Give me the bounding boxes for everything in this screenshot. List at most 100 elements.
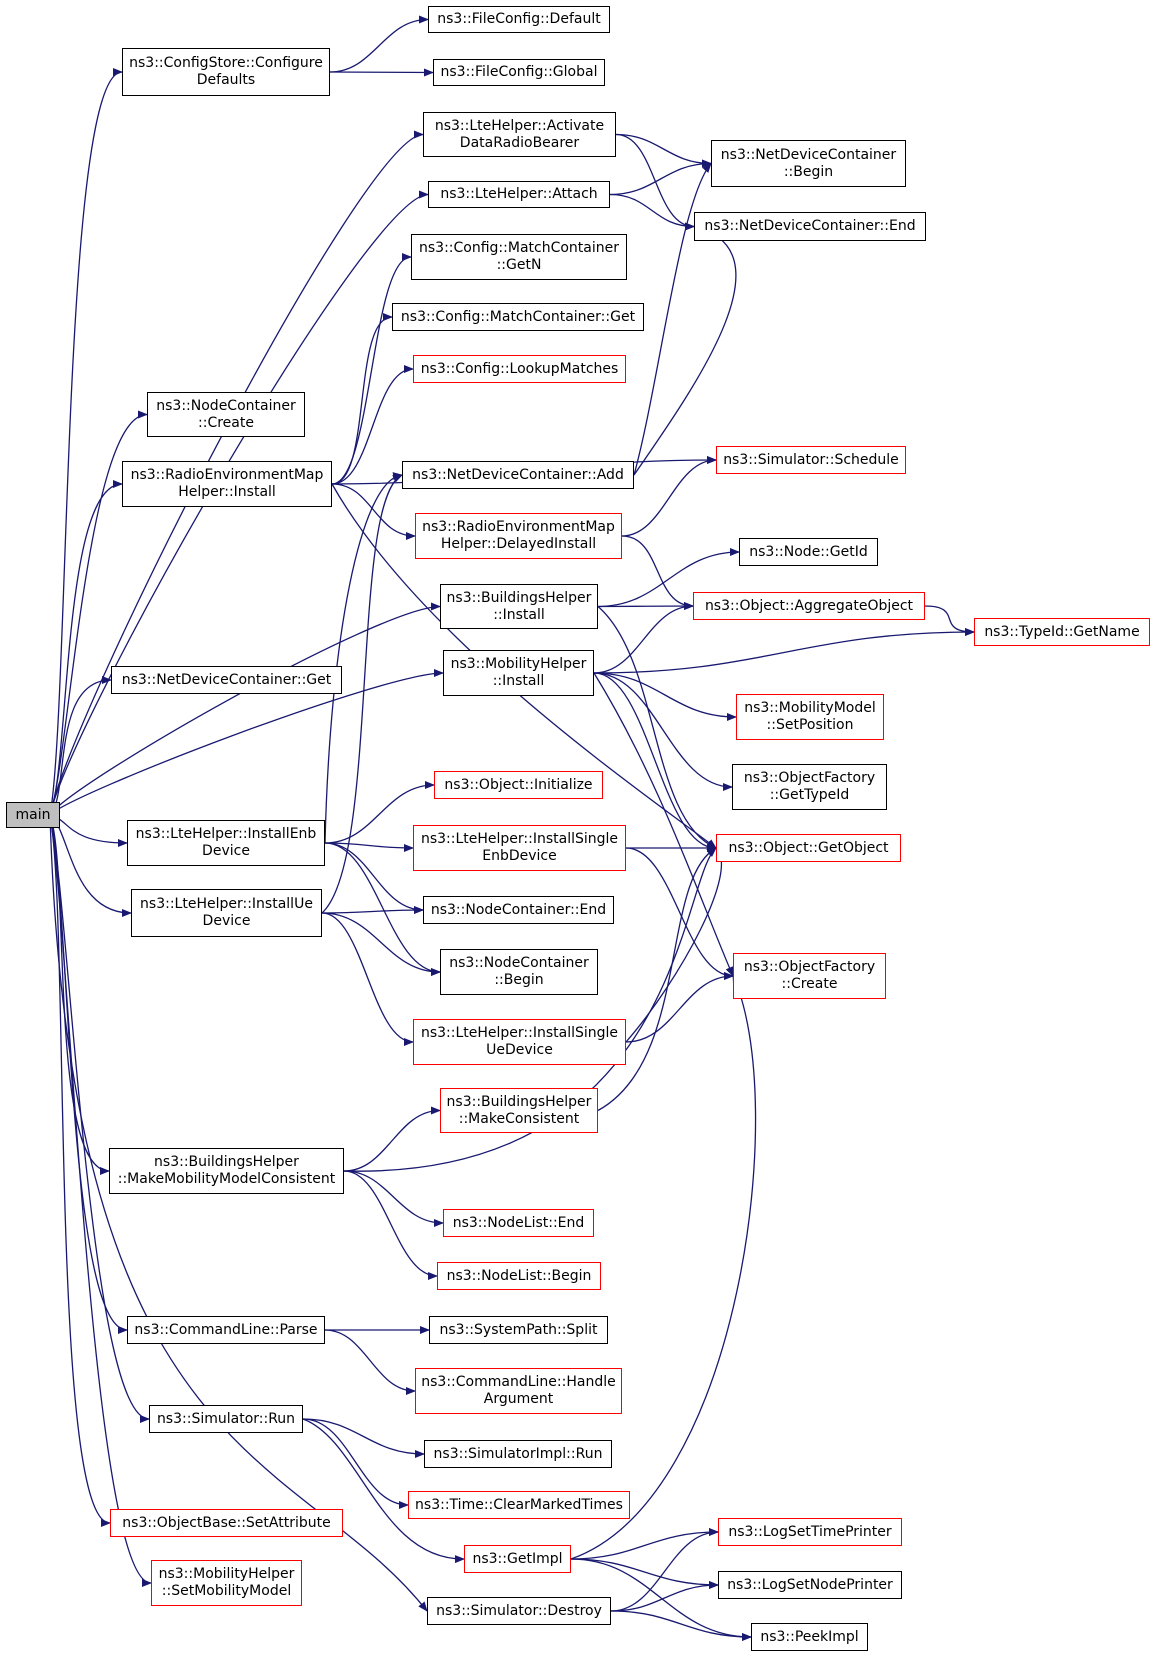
- node-label-line: ns3::ConfigStore::Configure: [129, 55, 323, 71]
- edge-getimpl-to-log_time: [570, 1528, 719, 1560]
- node-peekimpl[interactable]: ns3::PeekImpl: [751, 1623, 868, 1651]
- node-mc-getn[interactable]: ns3::Config::MatchContainer::GetN: [411, 234, 627, 280]
- node-label-line: ns3::Time::ClearMarkedTimes: [415, 1496, 623, 1513]
- node-main[interactable]: main: [6, 802, 60, 828]
- node-bh-mmmc[interactable]: ns3::BuildingsHelper::MakeMobilityModelC…: [109, 1148, 344, 1194]
- node-label-line: ns3::Simulator::Run: [156, 1410, 296, 1427]
- node-label-line: EnbDevice: [482, 848, 557, 864]
- edge-lte_isue-to-obj_getobj: [625, 847, 726, 1043]
- edge-bh_install-to-obj_getobj: [597, 606, 717, 849]
- node-label-line: ns3::NodeContainer::End: [430, 901, 607, 918]
- node-ndc-end[interactable]: ns3::NetDeviceContainer::End: [694, 212, 926, 241]
- edge-getimpl-to-peekimpl: [570, 1558, 752, 1641]
- node-obj-getobj[interactable]: ns3::Object::GetObject: [716, 834, 901, 862]
- node-label-line: ns3::LteHelper::InstallSingle: [420, 1025, 619, 1041]
- node-label-line: ns3::LteHelper::Attach: [440, 186, 598, 202]
- node-cfg-lookup[interactable]: ns3::Config::LookupMatches: [413, 355, 626, 383]
- node-of-create[interactable]: ns3::ObjectFactory::Create: [733, 953, 886, 999]
- node-mh-setmm[interactable]: ns3::MobilityHelper::SetMobilityModel: [151, 1560, 302, 1606]
- node-label-line: ::MakeMobilityModelConsistent: [117, 1171, 336, 1187]
- edge-bh_makecons-to-obj_getobj: [597, 847, 717, 1112]
- edge-main-to-lte_iue: [49, 814, 132, 917]
- node-simimpl-run[interactable]: ns3::SimulatorImpl::Run: [424, 1440, 612, 1468]
- node-obj-init[interactable]: ns3::Object::Initialize: [434, 771, 603, 799]
- node-fc-glob[interactable]: ns3::FileConfig::Global: [433, 59, 605, 86]
- node-label-line: ns3::MobilityHelper: [450, 656, 587, 672]
- node-of-gettid[interactable]: ns3::ObjectFactory::GetTypeId: [732, 764, 887, 810]
- node-label-line: ns3::ObjectBase::SetAttribute: [122, 1514, 331, 1531]
- node-log-node[interactable]: ns3::LogSetNodePrinter: [718, 1571, 902, 1599]
- node-bh-install[interactable]: ns3::BuildingsHelper::Install: [440, 584, 598, 629]
- node-mc-get[interactable]: ns3::Config::MatchContainer::Get: [392, 303, 644, 331]
- node-nc-end[interactable]: ns3::NodeContainer::End: [423, 896, 614, 924]
- edge-ndc_add-to-ndc_end: [633, 224, 737, 476]
- node-ndc-get[interactable]: ns3::NetDeviceContainer::Get: [111, 666, 342, 694]
- edge-sim_destroy-to-log_time: [610, 1528, 719, 1612]
- edge-sim_destroy-to-peekimpl: [610, 1610, 752, 1641]
- node-label-line: ns3::NetDeviceContainer::Add: [412, 466, 624, 483]
- node-lte-attach[interactable]: ns3::LteHelper::Attach: [428, 181, 610, 208]
- edge-mh_install-to-tid_getname: [593, 628, 975, 674]
- node-sp-split[interactable]: ns3::SystemPath::Split: [429, 1316, 608, 1344]
- node-sim-sched[interactable]: ns3::Simulator::Schedule: [716, 446, 906, 474]
- node-tid-getname[interactable]: ns3::TypeId::GetName: [974, 618, 1150, 646]
- node-getimpl[interactable]: ns3::GetImpl: [464, 1545, 571, 1573]
- node-sim-run[interactable]: ns3::Simulator::Run: [149, 1405, 303, 1433]
- node-label-line: ns3::NodeList::Begin: [446, 1267, 592, 1284]
- node-sim-destroy[interactable]: ns3::Simulator::Destroy: [427, 1597, 611, 1625]
- node-label-line: ns3::PeekImpl: [760, 1628, 859, 1645]
- edge-remh_delayed-to-sim_sched: [621, 456, 717, 537]
- node-cl-parse[interactable]: ns3::CommandLine::Parse: [127, 1316, 325, 1344]
- node-ndc-add[interactable]: ns3::NetDeviceContainer::Add: [402, 461, 634, 489]
- node-nl-end[interactable]: ns3::NodeList::End: [443, 1209, 594, 1237]
- node-ob-setattr[interactable]: ns3::ObjectBase::SetAttribute: [110, 1509, 343, 1537]
- edge-sim_run-to-simimpl_run: [302, 1418, 425, 1458]
- node-mm-setpos[interactable]: ns3::MobilityModel::SetPosition: [736, 694, 884, 740]
- node-label-line: ::Begin: [494, 972, 544, 988]
- node-node-getid[interactable]: ns3::Node::GetId: [739, 538, 878, 566]
- edge-main-to-remh_install: [49, 480, 123, 816]
- node-label-line: ns3::CommandLine::Handle: [421, 1374, 616, 1390]
- node-label-line: ns3::SimulatorImpl::Run: [433, 1445, 603, 1462]
- node-obj-agg[interactable]: ns3::Object::AggregateObject: [693, 592, 925, 620]
- node-label-line: ns3::Config::MatchContainer: [419, 240, 619, 256]
- node-log-time[interactable]: ns3::LogSetTimePrinter: [718, 1518, 902, 1546]
- node-label-line: ns3::Object::GetObject: [728, 839, 889, 856]
- node-label-line: ns3::GetImpl: [472, 1550, 563, 1567]
- edge-bh_mmmc-to-nl_end: [343, 1170, 444, 1227]
- node-label-line: ::GetTypeId: [769, 787, 850, 803]
- edge-main-to-mh_install: [49, 669, 444, 816]
- edge-lte_ienb-to-obj_init: [324, 781, 435, 844]
- edge-bh_mmmc-to-obj_getobj: [343, 847, 717, 1172]
- node-fc-def[interactable]: ns3::FileConfig::Default: [428, 6, 610, 33]
- node-label-line: ns3::Simulator::Schedule: [723, 451, 899, 468]
- node-nc-create[interactable]: ns3::NodeContainer::Create: [147, 392, 305, 437]
- edge-ndc_add-to-ndc_begin: [633, 162, 712, 476]
- node-label-line: ns3::LogSetNodePrinter: [727, 1576, 893, 1593]
- node-nc-begin[interactable]: ns3::NodeContainer::Begin: [440, 949, 598, 995]
- node-time-clear[interactable]: ns3::Time::ClearMarkedTimes: [408, 1491, 630, 1519]
- edge-mh_install-to-of_create: [593, 672, 734, 977]
- node-label-line: ::MakeConsistent: [458, 1110, 580, 1127]
- edge-mh_install-to-obj_agg: [593, 602, 694, 674]
- edge-sim_run-to-time_clear: [302, 1418, 409, 1509]
- node-ndc-begin[interactable]: ns3::NetDeviceContainer::Begin: [711, 140, 906, 187]
- edge-main-to-cs_cfg: [49, 68, 123, 816]
- edge-getimpl-to-of_create: [570, 975, 757, 1560]
- node-label-line: ns3::Config::MatchContainer::Get: [400, 308, 636, 325]
- edge-bh_mmmc-to-bh_makecons: [343, 1106, 441, 1172]
- edge-lte_isue-to-of_create: [625, 972, 734, 1043]
- node-nl-begin[interactable]: ns3::NodeList::Begin: [437, 1262, 601, 1290]
- node-bh-makecons[interactable]: ns3::BuildingsHelper::MakeConsistent: [440, 1088, 598, 1133]
- node-mh-install[interactable]: ns3::MobilityHelper::Install: [443, 650, 594, 696]
